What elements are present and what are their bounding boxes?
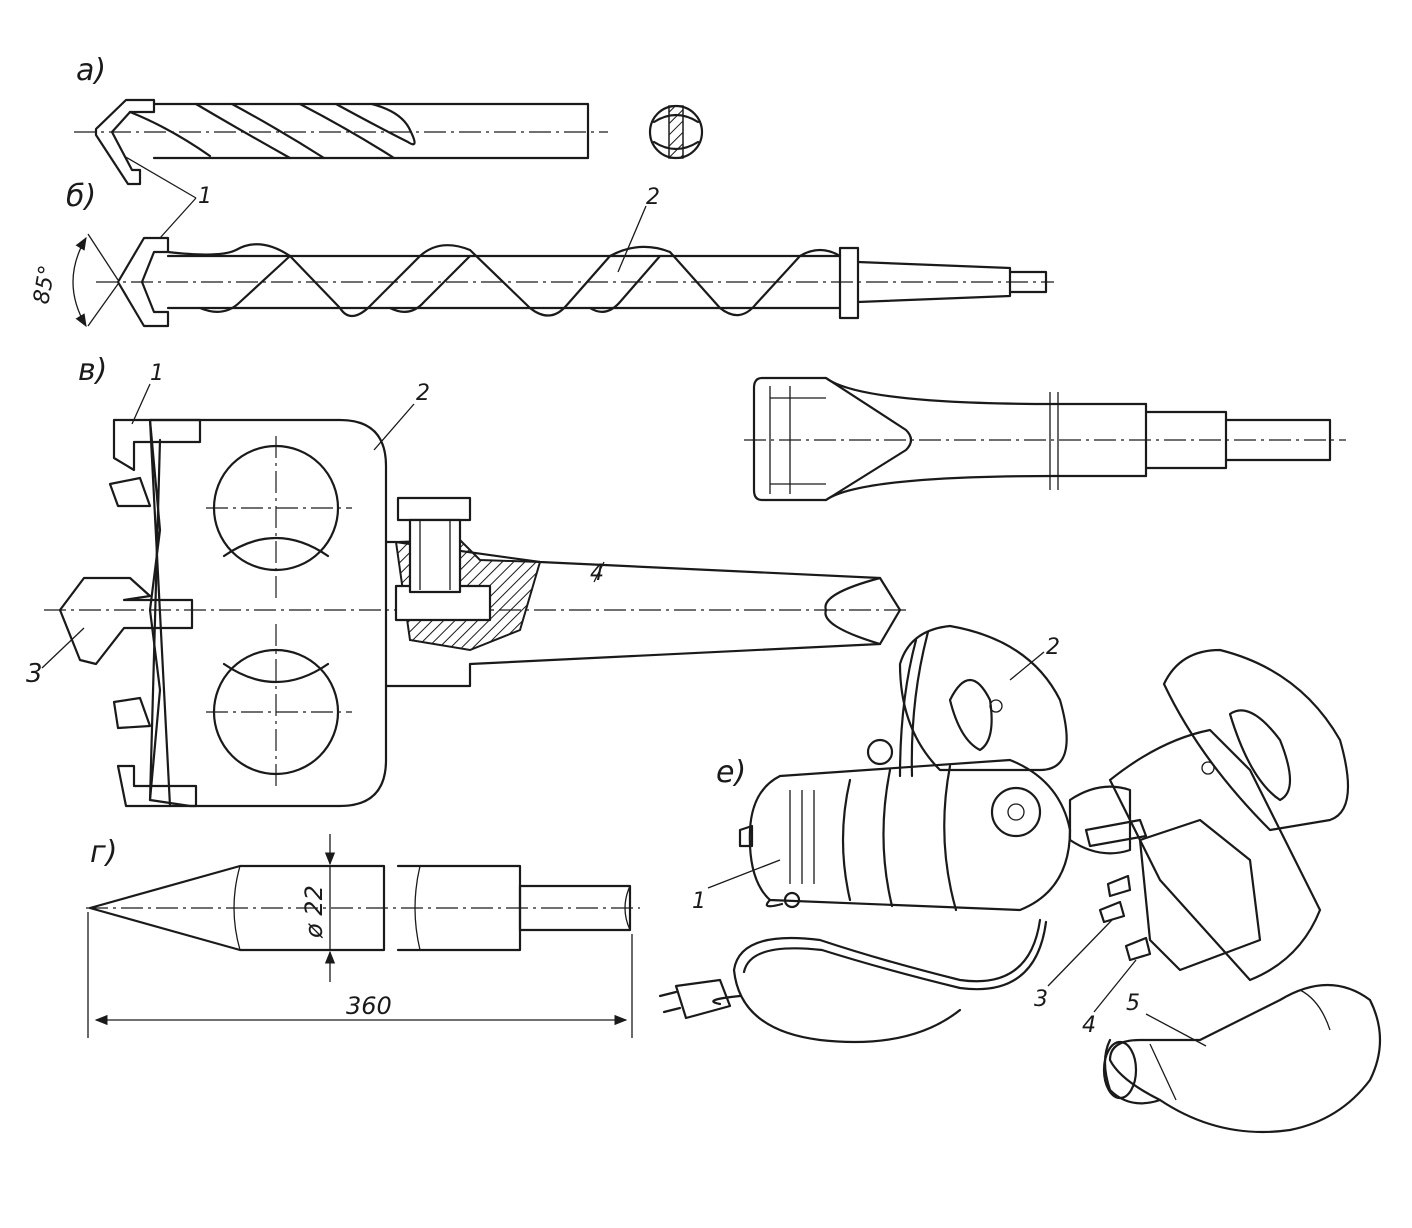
- electric-crown-bit: [1138, 818, 1262, 972]
- view-a-label: а): [76, 53, 106, 88]
- power-cable: [732, 918, 1042, 1044]
- view-g-label: г): [90, 835, 117, 870]
- view-a-twist-drill: а): [74, 53, 704, 186]
- view-chisel-bit: [744, 376, 1346, 502]
- angle-arrow: [72, 236, 87, 328]
- auger-collar: [838, 246, 860, 320]
- top-handle: [898, 624, 1068, 772]
- view-v-core-bit: в) 1 2 4 3: [26, 353, 910, 808]
- callout-v-3: 3: [26, 659, 43, 689]
- power-plug: [674, 978, 732, 1020]
- side-handle-body: [1108, 728, 1322, 982]
- chisel-head: [752, 376, 913, 502]
- view-v-label: в): [78, 353, 107, 388]
- auger-tip: [116, 236, 170, 328]
- point-chisel-tip: [88, 864, 386, 952]
- callout-v-2: 2: [416, 381, 430, 406]
- handle-nut: [866, 738, 894, 766]
- callout-e-3: 3: [1034, 987, 1048, 1012]
- diameter-label: ø 22: [300, 885, 328, 939]
- drill-body: [152, 102, 590, 160]
- side-handle-grip: [1162, 648, 1350, 832]
- view-b-auger-drill: б) 1 2 85°: [29, 155, 1054, 328]
- callout-e-1: 1: [692, 889, 706, 914]
- view-g-point-chisel: г) ø 22 360: [86, 834, 640, 1038]
- view-e-label: е): [716, 755, 746, 790]
- callout-e-5: 5: [1126, 991, 1140, 1016]
- callout-e-2: 2: [1046, 635, 1060, 660]
- fixing-bolt: [396, 496, 472, 522]
- callout-v-1: 1: [150, 361, 164, 386]
- length-label: 360: [346, 992, 392, 1020]
- auger-shank: [856, 260, 1012, 304]
- pilot-drill: [58, 576, 194, 666]
- callout-e-4: 4: [1082, 1013, 1096, 1038]
- view-e-electric-drill: е) 1 2 3 4 5: [658, 624, 1382, 1134]
- crown-body: [148, 418, 388, 808]
- callout-b-1: 1: [198, 184, 212, 209]
- carbide-tip: [94, 98, 156, 186]
- motor-housing: [748, 758, 1072, 912]
- angle-label: 85°: [29, 263, 60, 306]
- callout-b-2: 2: [646, 185, 660, 210]
- crown-tooth: [112, 418, 202, 472]
- view-b-label: б): [66, 179, 96, 214]
- operator-hand: [1108, 984, 1382, 1134]
- callout-v-4: 4: [590, 561, 604, 586]
